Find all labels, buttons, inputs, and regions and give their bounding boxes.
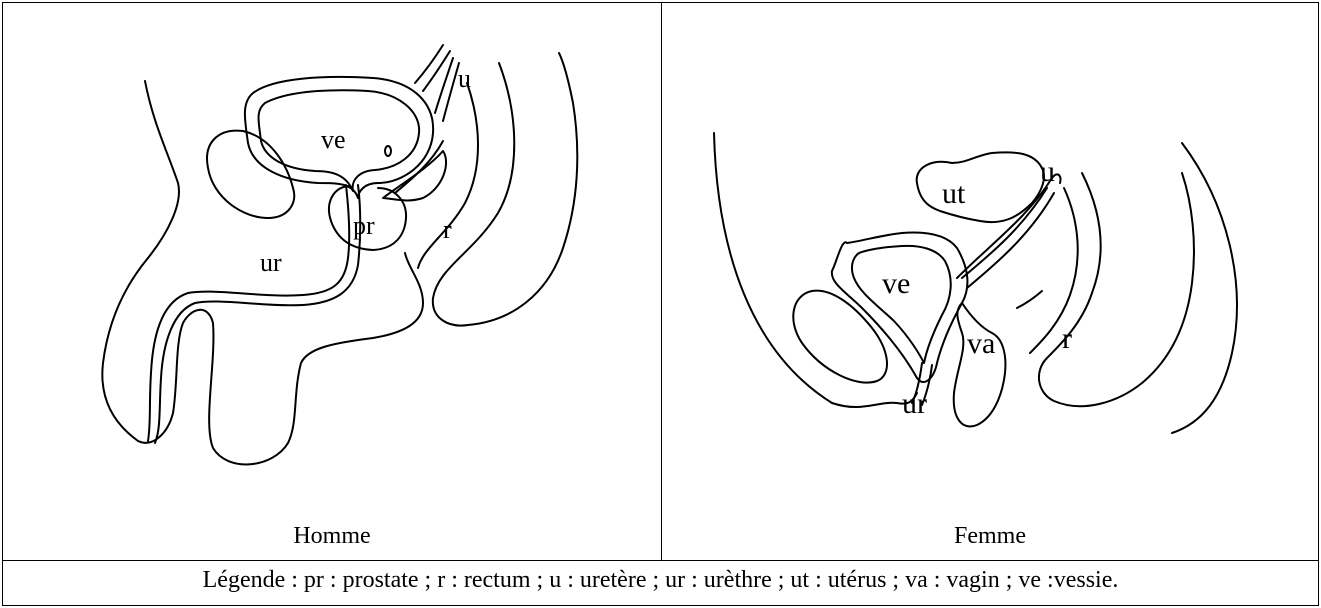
male-ureter-orifice xyxy=(384,145,392,157)
female-bladder-outer xyxy=(830,231,969,383)
female-label-urethra: ur xyxy=(902,387,927,420)
female-cervix-line xyxy=(956,173,1062,279)
male-bladder-wall-outer xyxy=(243,75,435,199)
male-rectum-inner xyxy=(417,82,479,269)
male-panel: ve u pr r ur Homme xyxy=(3,3,662,561)
male-urethra-outer xyxy=(147,184,351,442)
female-ureter-1 xyxy=(961,187,1048,279)
male-body-outline xyxy=(101,80,180,442)
male-label-urethra: ur xyxy=(260,248,282,277)
female-label-vagina: va xyxy=(967,327,995,360)
male-label-bladder: ve xyxy=(321,125,346,154)
female-rectum-inner xyxy=(1029,187,1079,354)
male-bladder-wall-inner xyxy=(257,89,421,192)
female-panel: ut u ve va r ur Femme xyxy=(662,3,1318,561)
female-label-uterus: ut xyxy=(942,177,966,210)
female-urethra-1 xyxy=(911,362,923,404)
male-urethra-inner xyxy=(154,184,362,444)
female-label-ureter: u xyxy=(1040,155,1055,188)
female-pubic-bone xyxy=(792,289,889,384)
female-junction xyxy=(1016,290,1043,309)
female-label-rectum: r xyxy=(1062,322,1072,355)
female-label-bladder: ve xyxy=(882,267,910,300)
female-outer-curve xyxy=(1171,142,1238,434)
male-label-prostate: pr xyxy=(353,211,375,240)
male-label-ureter: u xyxy=(458,64,471,93)
male-label-rectum: r xyxy=(443,215,452,244)
female-vagina xyxy=(952,302,1007,428)
male-ureter-1 xyxy=(414,44,444,84)
female-rectum-outer xyxy=(1038,172,1195,408)
female-bladder-inner xyxy=(850,244,952,364)
male-ureter-4 xyxy=(442,62,460,122)
female-perineum xyxy=(831,392,918,408)
female-caption: Femme xyxy=(954,523,1026,549)
male-vas xyxy=(394,140,444,194)
female-uterus xyxy=(915,151,1045,223)
female-body-outline xyxy=(713,132,833,404)
male-anatomy-drawing: ve u pr r ur xyxy=(101,44,579,466)
legend-row: Légende : pr : prostate ; r : rectum ; u… xyxy=(3,561,1318,605)
male-caption: Homme xyxy=(293,523,371,549)
male-ureter-3 xyxy=(434,57,454,114)
female-ureter-2 xyxy=(966,192,1055,289)
male-penis-outline xyxy=(137,252,424,466)
male-pubic-bone xyxy=(206,129,296,219)
female-urethra-2 xyxy=(921,364,933,406)
male-rectum-outer xyxy=(431,52,579,327)
legend-text: Légende : pr : prostate ; r : rectum ; u… xyxy=(202,567,1119,593)
female-anatomy-drawing: ut u ve va r ur xyxy=(713,132,1238,434)
male-ureter-2 xyxy=(422,50,451,92)
male-prostate xyxy=(328,185,408,251)
